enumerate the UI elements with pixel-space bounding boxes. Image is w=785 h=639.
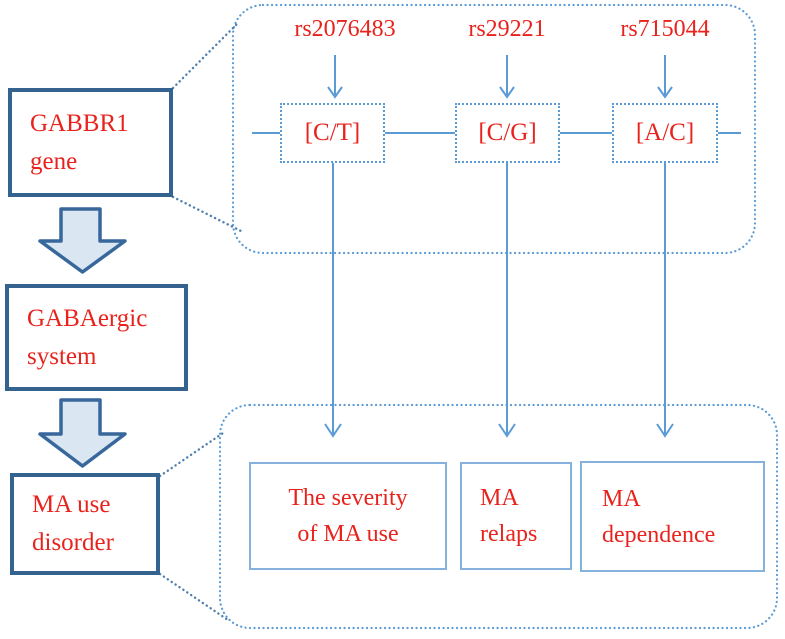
gene-box-line1: GABBR1 <box>30 109 129 137</box>
snp-callout-outline <box>231 3 757 255</box>
allele-box-2: [C/G] <box>455 103 560 163</box>
outcome-dependence-line1: MA <box>602 485 641 512</box>
system-box: GABAergic system <box>5 284 188 391</box>
allele-text-1: [C/T] <box>304 119 361 146</box>
outcome-callout-tail-top <box>158 429 228 478</box>
snp-down-arrow-2 <box>499 55 515 99</box>
allele-box-1: [C/T] <box>280 103 385 163</box>
allele-text-2: [C/G] <box>478 119 537 146</box>
gene-box: GABBR1 gene <box>8 88 173 197</box>
disorder-box: MA use disorder <box>10 473 160 575</box>
outcome-relapse-line2: relaps <box>480 521 538 547</box>
outcome-severity-line2: of MA use <box>297 521 399 547</box>
system-box-line1: GABAergic <box>27 304 148 332</box>
allele-box-3: [A/C] <box>612 103 718 163</box>
outcome-callout-outline <box>218 403 779 630</box>
snp-id-label-1: rs2076483 <box>294 16 396 42</box>
snp-id-label-2: rs29221 <box>468 16 546 42</box>
system-box-line2: system <box>27 342 97 370</box>
snp-down-arrow-3 <box>657 55 673 99</box>
effect-arrow-1 <box>324 163 342 438</box>
allele-text-3: [A/C] <box>635 119 695 146</box>
outcome-callout-tail-bottom <box>158 572 230 622</box>
outcome-box-dependence: MA dependence <box>580 461 765 572</box>
snp-callout-tail-bottom <box>171 195 245 234</box>
outcome-box-relapse: MA relaps <box>460 462 572 570</box>
outcome-box-severity: The severity of MA use <box>249 462 447 570</box>
outcome-severity-line1: The severity <box>288 485 408 511</box>
disorder-box-line1: MA use <box>32 491 111 518</box>
outcome-relapse-line1: MA <box>480 485 519 511</box>
down-block-arrow-1 <box>38 207 127 274</box>
down-block-arrow-2 <box>38 398 127 468</box>
gene-box-line2: gene <box>30 147 78 175</box>
snp-id-label-3: rs715044 <box>620 16 710 42</box>
snp-callout-tail-top <box>171 22 239 90</box>
outcome-dependence-line2: dependence <box>602 521 716 548</box>
snp-down-arrow-1 <box>327 55 343 99</box>
effect-arrow-2 <box>498 163 516 438</box>
effect-arrow-3 <box>656 163 674 438</box>
disorder-box-line2: disorder <box>32 529 114 556</box>
